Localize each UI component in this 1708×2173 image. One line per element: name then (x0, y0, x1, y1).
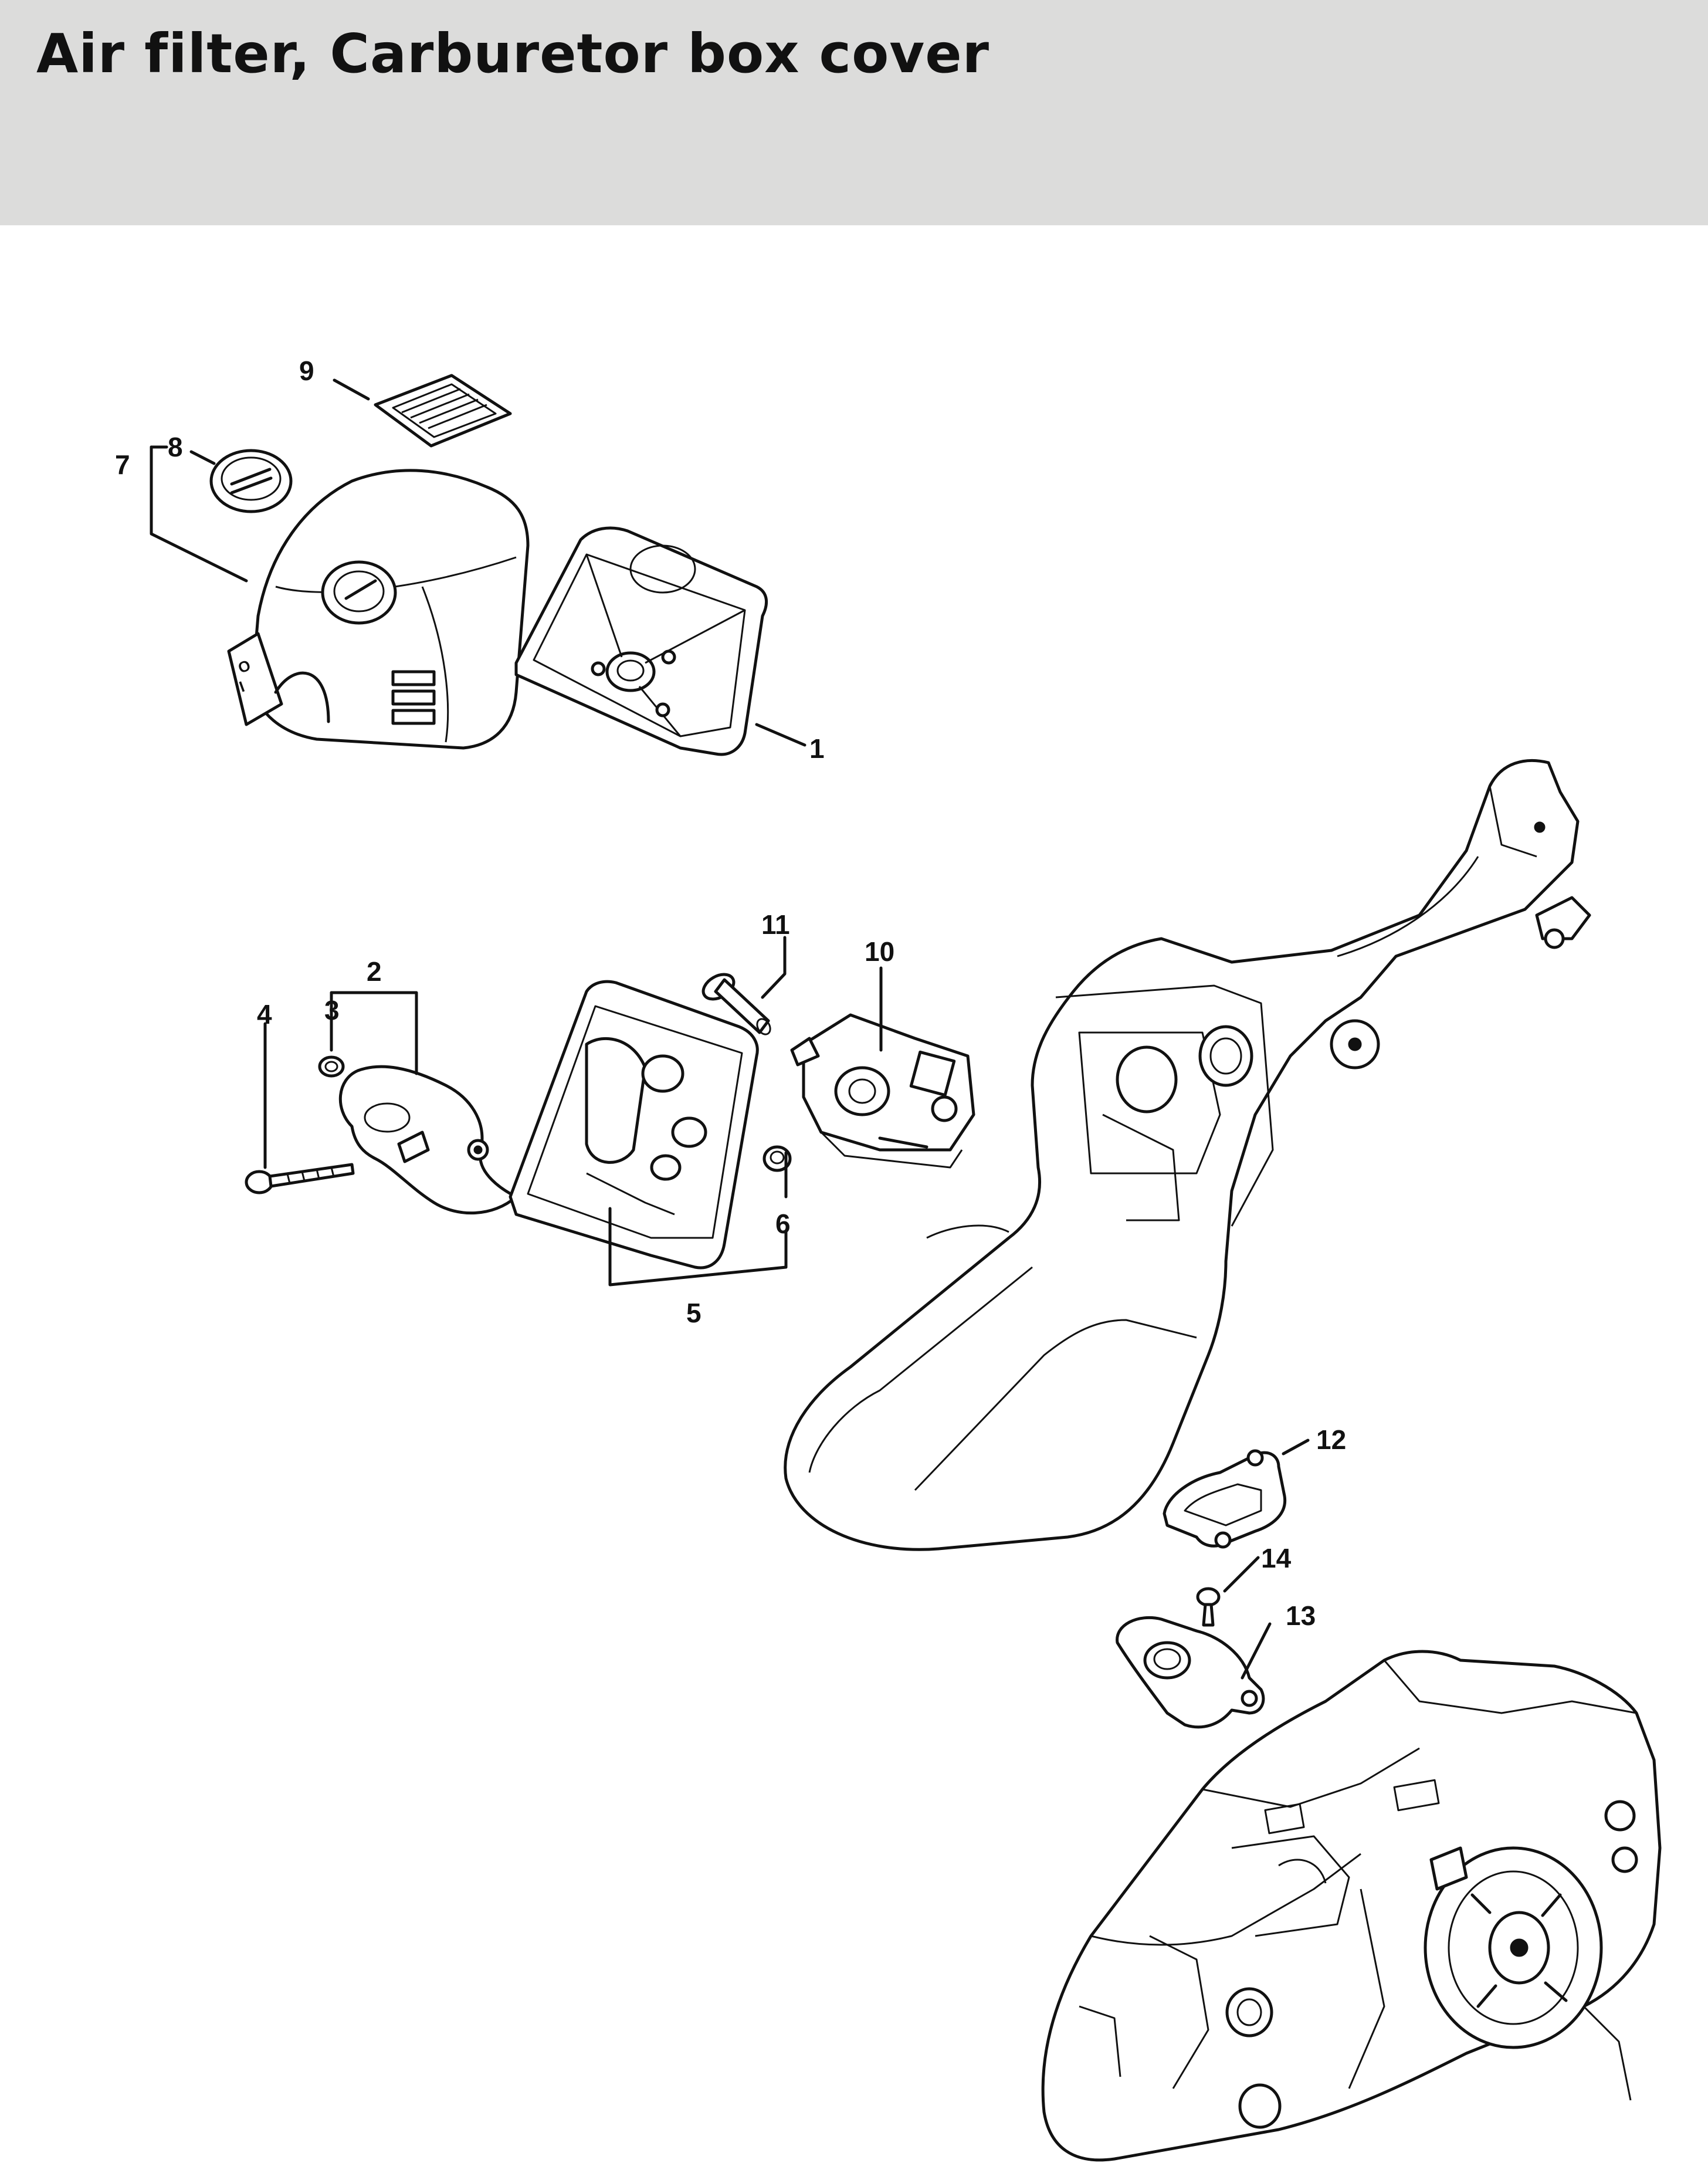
page-title: Air filter, Carburetor box cover (36, 22, 990, 85)
part-5-carburetor-box (509, 980, 759, 1270)
part-13-intake-manifold (1116, 1616, 1265, 1729)
callout-7: 7 (115, 449, 130, 480)
callout-11: 11 (761, 909, 790, 940)
part-4-screw (245, 1163, 355, 1194)
callout-13: 13 (1286, 1600, 1316, 1631)
part-6-grommet (762, 1145, 792, 1172)
part-11-fitting (702, 973, 771, 1035)
callout-9: 9 (299, 356, 314, 386)
leader-lines (150, 378, 1310, 1680)
engine-crankcase (1041, 1650, 1662, 2162)
part-1-air-filter (514, 526, 768, 756)
part-9-filter-label (374, 374, 512, 448)
header-bar: Air filter, Carburetor box cover (0, 0, 1708, 225)
callout-5: 5 (686, 1298, 702, 1328)
part-2-bracket (338, 1065, 518, 1215)
part-12-gasket (1163, 1449, 1287, 1549)
callout-8: 8 (168, 432, 183, 462)
part-8-twist-knob (209, 449, 293, 513)
callout-labels: 9 8 7 1 2 3 4 6 5 11 10 12 14 13 (115, 356, 1346, 1631)
callout-14: 14 (1261, 1543, 1292, 1573)
part-10-carburetor (790, 1013, 975, 1169)
part-7-carburetor-box-cover: O I (227, 469, 530, 750)
callout-12: 12 (1316, 1424, 1346, 1455)
exploded-parts-diagram: O I (115, 356, 1662, 2162)
part-14-screw (1196, 1587, 1221, 1627)
callout-4: 4 (257, 999, 272, 1030)
callout-3: 3 (324, 995, 340, 1025)
housing-handle-frame (784, 759, 1591, 1551)
callout-6: 6 (775, 1209, 791, 1239)
callout-2: 2 (367, 956, 382, 987)
callout-1: 1 (809, 733, 825, 764)
part-3-o-ring (318, 1055, 345, 1078)
callout-10: 10 (865, 936, 894, 967)
